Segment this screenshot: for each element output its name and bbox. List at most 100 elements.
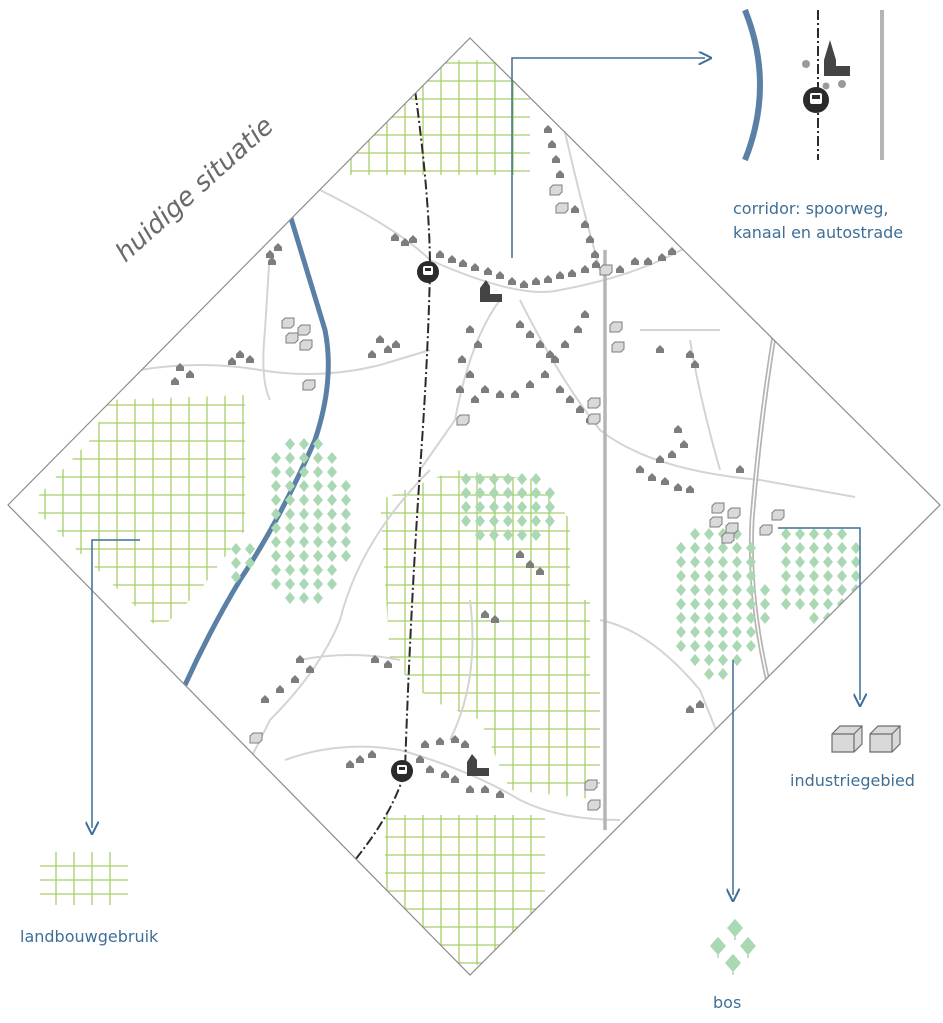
tree-icon	[231, 557, 241, 569]
tree-icon	[676, 612, 686, 624]
house-icon	[586, 235, 594, 243]
house-icon	[484, 267, 492, 275]
tree-icon	[299, 578, 309, 590]
house-icon	[581, 220, 589, 228]
house-icon	[496, 271, 504, 279]
tree-icon	[760, 584, 770, 596]
house-icon	[421, 740, 429, 748]
factory-block-icon	[587, 397, 601, 409]
house-icon	[236, 350, 244, 358]
tree-icon	[299, 466, 309, 478]
house-icon	[592, 260, 600, 268]
agriculture-arrow	[92, 539, 140, 828]
house-icon	[668, 450, 676, 458]
house-icon	[436, 737, 444, 745]
tree-icon	[746, 570, 756, 582]
factory-block-icon	[281, 317, 295, 329]
tree-icon	[271, 494, 281, 506]
tree-icon	[285, 564, 295, 576]
tree-icon	[313, 522, 323, 534]
tree-icon	[327, 508, 337, 520]
tree-icon	[285, 480, 295, 492]
tree-icon	[823, 528, 833, 540]
tree-icon	[795, 556, 805, 568]
tree-icon	[475, 473, 485, 485]
house-icon	[556, 271, 564, 279]
tree-icon	[837, 570, 847, 582]
tree-icon	[231, 571, 241, 583]
house-icon	[661, 477, 669, 485]
tree-icon	[313, 480, 323, 492]
factory-block-icon	[611, 341, 625, 353]
tree-icon	[718, 542, 728, 554]
tree-icon	[313, 578, 323, 590]
tree-icon	[781, 556, 791, 568]
tree-icon	[341, 536, 351, 548]
factory-block-icon	[599, 264, 613, 276]
house-icon	[616, 265, 624, 273]
tree-icon	[313, 494, 323, 506]
tree-icon	[795, 598, 805, 610]
tree-icon	[299, 550, 309, 562]
house-icon	[176, 363, 184, 371]
church-icon	[480, 280, 502, 302]
tree-icon	[851, 556, 861, 568]
house-icon	[686, 485, 694, 493]
train-station-icon	[391, 760, 413, 782]
house-icon	[566, 395, 574, 403]
tree-icon	[285, 438, 295, 450]
house-icon	[451, 775, 459, 783]
tree-icon	[461, 515, 471, 527]
house-icon	[546, 350, 554, 358]
canal-legend-icon	[742, 8, 763, 162]
tree-icon	[475, 529, 485, 541]
corridor-arrow	[511, 58, 705, 258]
house-icon	[368, 750, 376, 758]
factory-block-icon	[727, 507, 741, 519]
house-icon	[648, 473, 656, 481]
house-icon	[680, 440, 688, 448]
factory-block-icon	[299, 339, 313, 351]
tree-icon	[718, 640, 728, 652]
tree-icon	[823, 542, 833, 554]
railway	[354, 89, 432, 861]
tree-icon	[704, 640, 714, 652]
house-icon	[481, 610, 489, 618]
tree-icon	[837, 542, 847, 554]
factory-block-icon	[584, 779, 598, 791]
tree-icon	[676, 598, 686, 610]
tree-icon	[271, 480, 281, 492]
house-icon	[266, 250, 274, 258]
house-icon	[544, 125, 552, 133]
tree-icon	[690, 640, 700, 652]
tree-icon	[746, 598, 756, 610]
house-icon	[696, 700, 704, 708]
church-icon	[467, 754, 489, 776]
house-icon	[644, 257, 652, 265]
highway	[603, 250, 778, 830]
tree-icon	[489, 487, 499, 499]
house-icon	[416, 755, 424, 763]
house-icon	[466, 325, 474, 333]
tree-icon	[271, 564, 281, 576]
tree-icon	[285, 466, 295, 478]
tree-icon	[676, 570, 686, 582]
house-icon	[536, 340, 544, 348]
tree-icon	[690, 570, 700, 582]
factory-block-icon	[709, 516, 723, 528]
tree-icon	[809, 542, 819, 554]
tree-icon	[531, 529, 541, 541]
tree-icon	[245, 557, 255, 569]
tree-icon	[823, 570, 833, 582]
tree-icon	[475, 501, 485, 513]
tree-icon	[503, 501, 513, 513]
factory-block-icon	[711, 502, 725, 514]
factory-block-icon	[302, 379, 316, 391]
tree-icon	[285, 550, 295, 562]
tree-icon	[760, 612, 770, 624]
tree-icon	[718, 612, 728, 624]
house-icon	[471, 395, 479, 403]
tree-icon	[704, 612, 714, 624]
house-icon	[571, 205, 579, 213]
tree-icon	[795, 584, 805, 596]
